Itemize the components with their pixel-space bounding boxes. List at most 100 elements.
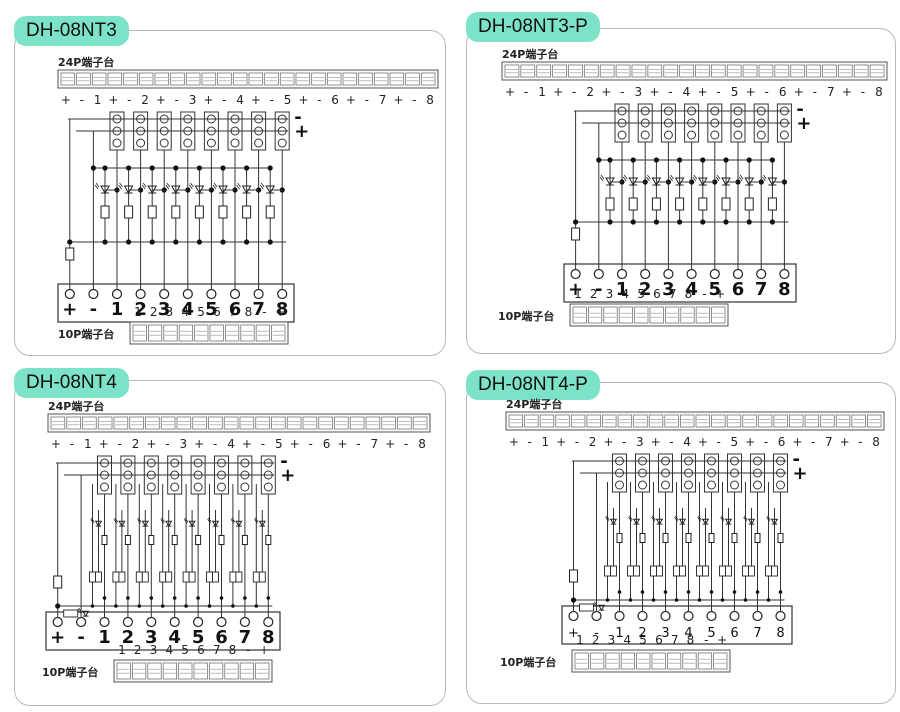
pin-label-24p: 3: [179, 437, 187, 451]
fuse: [118, 571, 126, 583]
terminal-block-24p: [505, 411, 885, 431]
terminal-slot: [680, 414, 695, 428]
output-pin-label: 4: [182, 299, 195, 320]
resistor: [148, 535, 155, 545]
led-diode: [655, 518, 664, 526]
output-pin-label: 2: [638, 626, 646, 641]
pin-label-24p: +: [290, 437, 300, 451]
pin-label-24p: 1: [542, 435, 550, 449]
pin-label-24p: -: [404, 437, 408, 451]
junction-dot: [605, 598, 610, 602]
output-pin-label: 5: [709, 279, 722, 300]
terminal-block-10p: [569, 303, 729, 327]
pin-label-24p: 8: [872, 435, 880, 449]
junction-dot: [207, 604, 212, 608]
junction-dot: [90, 165, 96, 171]
screw-terminal: [683, 610, 694, 622]
fuse: [725, 565, 732, 577]
terminal-slot: [524, 414, 539, 428]
screw-terminal: [660, 610, 671, 622]
terminal-slot: [271, 416, 286, 430]
terminal-slot: [504, 64, 520, 78]
screw-terminal: [263, 616, 274, 628]
led-arrow: [254, 517, 259, 524]
junction-dot: [781, 179, 787, 185]
pin-label-10p: 5: [637, 287, 645, 301]
screw-terminal: [591, 610, 602, 622]
terminal-slot: [239, 416, 255, 430]
terminal-slot: [633, 414, 648, 428]
screw-terminal: [640, 268, 651, 280]
screw-terminal: [752, 610, 763, 622]
screw-terminal: [99, 616, 110, 628]
terminal-slot: [695, 414, 710, 428]
terminal-slot: [605, 652, 620, 670]
led-diode: [94, 520, 103, 528]
pin-label-24p: +: [203, 93, 213, 107]
pin-label-24p: 6: [779, 85, 787, 99]
screw-terminal: [709, 268, 720, 280]
led-arrow: [212, 182, 218, 190]
led-arrow: [183, 517, 189, 524]
terminal-slot: [264, 72, 279, 86]
junction-dot: [665, 179, 671, 185]
pin-label-24p: +: [146, 437, 156, 451]
terminal-slot: [50, 416, 66, 430]
connector-pin: [687, 130, 697, 140]
terminal-slot: [634, 306, 649, 324]
junction-dot: [677, 157, 683, 163]
terminal-slot: [867, 414, 882, 428]
fuse: [206, 571, 213, 583]
fuse: [212, 571, 219, 583]
junction-dot: [244, 239, 250, 245]
pin-label-10p: 6: [197, 643, 205, 657]
fuse: [610, 565, 617, 577]
junction-dot: [746, 219, 752, 225]
resistor: [651, 197, 661, 211]
pin-label-24p: +: [108, 93, 118, 107]
pin-label-24p: 3: [636, 435, 644, 449]
pin-label-10p: 2: [592, 633, 600, 647]
terminal-slot: [208, 416, 223, 430]
terminal-slot: [232, 72, 248, 86]
pin-label-10p: 3: [606, 287, 614, 301]
fuse: [742, 565, 749, 577]
pin-label-24p: +: [649, 85, 659, 99]
terminal-slot: [572, 306, 587, 324]
screw-terminal: [146, 616, 157, 628]
panel-title: DH-08NT3: [14, 16, 129, 46]
led-arrow: [762, 174, 767, 182]
output-pin-label: 7: [252, 299, 265, 320]
terminal-slot: [302, 416, 318, 430]
terminal-10p-label: 10P端子台: [42, 665, 98, 679]
screw-terminal: [775, 610, 786, 622]
resistor: [698, 197, 708, 211]
terminal-slot: [192, 416, 207, 430]
junction-dot: [220, 165, 226, 171]
terminal-slot: [176, 416, 192, 430]
fuse: [188, 571, 196, 583]
resistor: [744, 197, 754, 211]
resistor: [171, 205, 181, 219]
terminal-slot: [145, 416, 160, 430]
screw-terminal: [159, 288, 170, 300]
terminal-24p-label: 24P端子台: [506, 397, 562, 411]
terminal-slot: [789, 414, 804, 428]
junction-dot: [102, 239, 108, 245]
junction-dot: [102, 165, 108, 171]
terminal-slot: [617, 414, 633, 428]
pin-label-24p: 4: [236, 93, 244, 107]
connector-pin: [756, 130, 766, 140]
pin-label-24p: -: [813, 85, 817, 99]
junction-dot: [640, 590, 645, 594]
junction-dot: [254, 604, 259, 608]
pin-label-24p: -: [165, 437, 169, 451]
led-arrow: [622, 174, 628, 182]
pin-label-24p: 3: [635, 85, 643, 99]
terminal-slot: [162, 662, 177, 680]
pin-label-10p: 2: [590, 287, 598, 301]
pin-label-24p: +: [603, 435, 613, 449]
terminal-slot: [631, 64, 647, 78]
